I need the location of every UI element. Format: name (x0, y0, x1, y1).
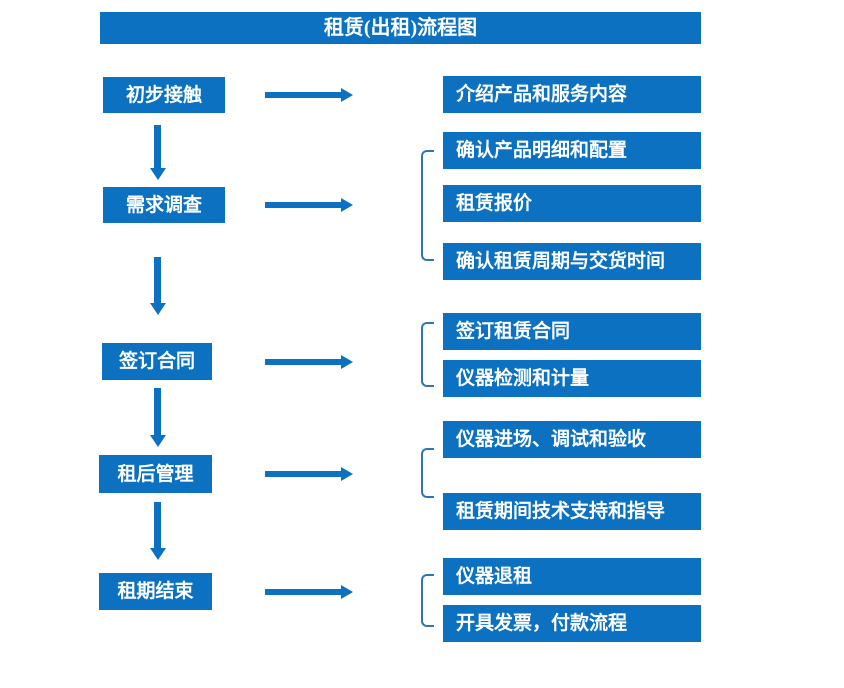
arrow-shaft (265, 589, 342, 595)
detail-box: 仪器进场、调试和验收 (443, 421, 701, 458)
arrow-shaft (265, 359, 342, 365)
stage-box-demand-survey: 需求调查 (103, 187, 225, 223)
arrow-head (341, 88, 353, 102)
diagram-title: 租赁(出租)流程图 (100, 12, 701, 44)
arrow-head (341, 355, 353, 369)
arrow-shaft (154, 257, 161, 303)
arrow-right-icon (265, 355, 353, 369)
arrow-shaft (154, 388, 161, 435)
arrow-head (341, 467, 353, 481)
arrow-down-icon (150, 125, 166, 180)
detail-box: 租赁报价 (443, 185, 701, 222)
detail-box: 开具发票，付款流程 (443, 605, 701, 642)
detail-box: 介绍产品和服务内容 (443, 76, 701, 113)
arrow-down-icon (150, 388, 166, 447)
detail-box: 确认产品明细和配置 (443, 132, 701, 169)
stage-box-sign-contract: 签订合同 (102, 343, 212, 380)
stage-box-initial-contact: 初步接触 (103, 77, 225, 113)
arrow-head (150, 303, 166, 315)
detail-group-bracket (421, 574, 434, 627)
arrow-head (150, 168, 166, 180)
detail-box: 仪器检测和计量 (443, 360, 701, 397)
arrow-head (150, 548, 166, 560)
arrow-shaft (154, 502, 161, 548)
detail-box: 签订租赁合同 (443, 313, 701, 350)
detail-box: 租赁期间技术支持和指导 (443, 493, 701, 530)
stage-box-post-rental-management: 租后管理 (99, 455, 212, 493)
arrow-down-icon (150, 502, 166, 560)
arrow-right-icon (265, 585, 353, 599)
arrow-head (150, 435, 166, 447)
stage-box-lease-end: 租期结束 (99, 573, 212, 610)
arrow-right-icon (265, 467, 353, 481)
arrow-shaft (154, 125, 161, 168)
arrow-shaft (265, 471, 342, 477)
arrow-shaft (265, 92, 342, 98)
detail-group-bracket (421, 150, 434, 261)
arrow-shaft (265, 202, 342, 208)
detail-group-bracket (421, 322, 434, 387)
detail-box: 确认租赁周期与交货时间 (443, 243, 701, 280)
detail-group-bracket (421, 448, 434, 498)
arrow-down-icon (150, 257, 166, 315)
arrow-right-icon (265, 88, 353, 102)
arrow-head (341, 198, 353, 212)
arrow-head (341, 585, 353, 599)
detail-box: 仪器退租 (443, 558, 701, 595)
arrow-right-icon (265, 198, 353, 212)
